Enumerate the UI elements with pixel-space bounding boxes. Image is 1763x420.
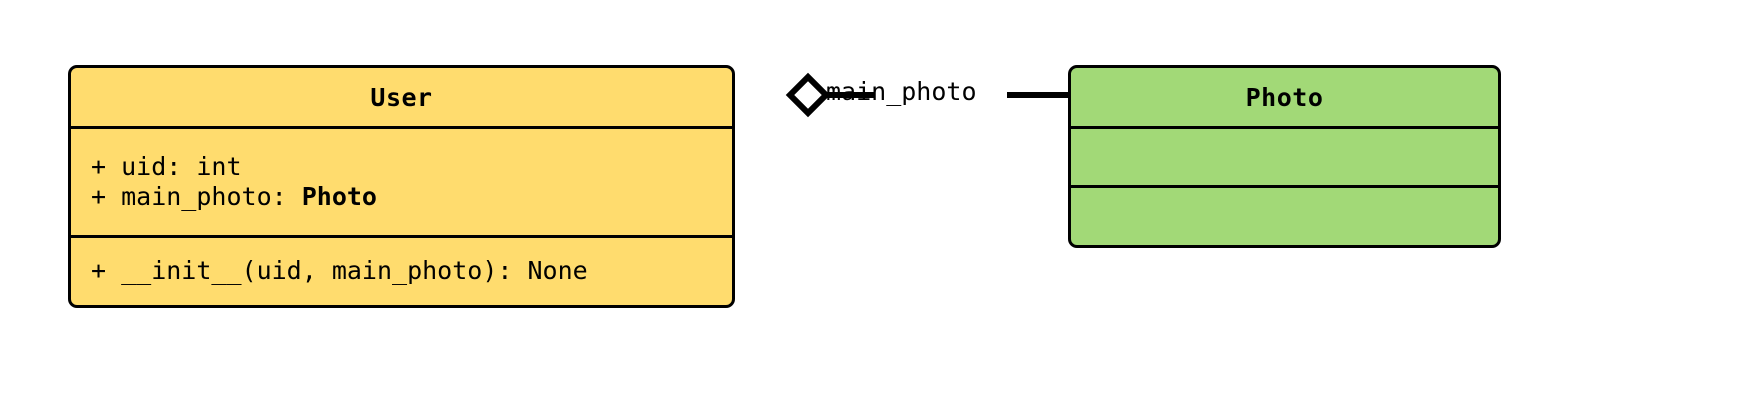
- aggregation-connector[interactable]: [735, 60, 1075, 132]
- uml-attribute-main-photo-prefix: + main_photo:: [91, 182, 302, 211]
- uml-attribute-uid: + uid: int: [91, 151, 242, 181]
- aggregation-role-label: main_photo: [826, 77, 977, 106]
- uml-class-photo[interactable]: Photo: [1068, 65, 1501, 248]
- uml-class-user-title: User: [370, 82, 433, 112]
- uml-class-user-attributes: + uid: int + main_photo: Photo: [71, 126, 732, 235]
- aggregation-diamond-icon: [785, 72, 831, 118]
- uml-class-photo-title: Photo: [1245, 82, 1324, 112]
- uml-attribute-main-photo-type: Photo: [301, 182, 377, 211]
- uml-class-photo-attributes: [1071, 126, 1498, 185]
- uml-method-init: + __init__(uid, main_photo): None: [91, 256, 588, 286]
- uml-class-photo-methods: [1071, 185, 1498, 245]
- uml-class-user[interactable]: User + uid: int + main_photo: Photo + __…: [68, 65, 735, 308]
- uml-class-user-methods: + __init__(uid, main_photo): None: [71, 235, 732, 305]
- uml-attribute-main-photo: + main_photo: Photo: [91, 182, 716, 213]
